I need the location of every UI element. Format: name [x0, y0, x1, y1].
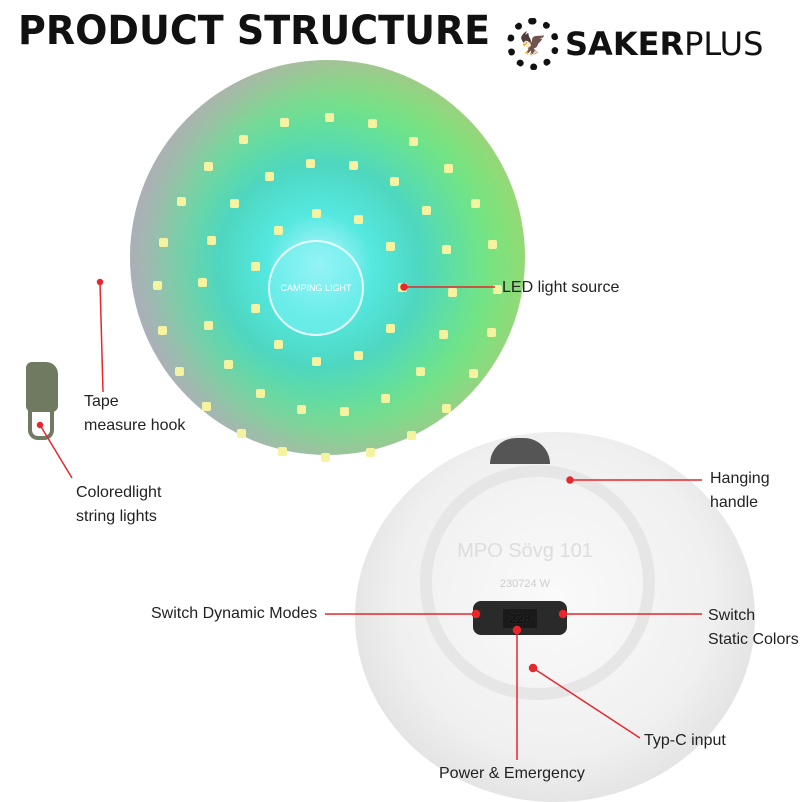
- typec-callout-dot: [528, 663, 538, 673]
- led-chip: [442, 404, 452, 414]
- lamp-badge: CAMPING LIGHT: [268, 240, 364, 336]
- led-chip: [365, 447, 375, 457]
- label-color-1: Coloredlight: [76, 484, 162, 501]
- led-chip: [277, 446, 287, 456]
- label-tape: Tape measure hook: [84, 390, 185, 438]
- static-callout-dot: [558, 609, 568, 619]
- led-chip: [207, 235, 217, 245]
- led-chip: [296, 405, 306, 415]
- led-chip: [340, 406, 350, 416]
- color-callout-dot: [36, 421, 44, 429]
- led-chip: [201, 402, 211, 412]
- led-chip: [280, 118, 290, 128]
- led-chip: [470, 199, 480, 209]
- led-chip: [389, 177, 399, 187]
- label-static-2: Static Colors: [708, 631, 799, 648]
- typec-callout-line: [532, 667, 641, 739]
- led-chip: [469, 369, 479, 379]
- label-power: Power & Emergency: [439, 765, 585, 782]
- led-chip: [447, 287, 457, 297]
- led-chip: [406, 430, 416, 440]
- led-chip: [381, 393, 391, 403]
- led-chip: [324, 113, 334, 122]
- label-static-1: Switch: [708, 607, 756, 624]
- display-readout: 228: [503, 608, 537, 628]
- led-chip: [158, 325, 168, 335]
- label-typec: Typ-C input: [644, 732, 726, 749]
- led-chip: [349, 160, 359, 170]
- eagle-gear-icon: 🦅: [507, 18, 559, 70]
- serial-text: 230724 W: [499, 578, 551, 590]
- led-chip: [251, 304, 261, 314]
- led-chip: [204, 321, 214, 331]
- led-chip: [159, 237, 169, 247]
- color-callout-line: [39, 424, 73, 479]
- led-chip: [203, 161, 213, 171]
- power-callout-dot: [512, 625, 522, 635]
- led-chip: [486, 328, 496, 338]
- label-hang-1: Hanging: [710, 470, 770, 487]
- hook-loop: [28, 410, 54, 440]
- led-chip: [487, 240, 497, 250]
- led-chip: [354, 351, 364, 361]
- led-chip: [421, 206, 431, 216]
- logo-text-light: PLUS: [684, 25, 764, 63]
- led-chip: [409, 136, 419, 146]
- led-chip: [251, 261, 261, 271]
- label-hanging: Hanging handle: [710, 467, 770, 515]
- led-chip: [354, 214, 364, 224]
- led-chip: [312, 208, 322, 218]
- label-hang-2: handle: [710, 494, 759, 511]
- dynamic-callout-dot: [471, 609, 481, 619]
- led-chip: [175, 366, 185, 376]
- led-chip: [386, 323, 396, 333]
- led-chip: [321, 452, 331, 462]
- led-chip: [198, 278, 208, 288]
- tape-callout-line: [99, 281, 104, 393]
- led-chip: [230, 199, 240, 209]
- label-tape-2: measure hook: [84, 417, 186, 434]
- led-chip: [273, 226, 283, 236]
- model-text: MPO Sövg 101: [457, 540, 593, 562]
- label-tape-1: Tape: [84, 393, 119, 410]
- tape-measure-hook: [26, 362, 58, 412]
- led-chip: [305, 159, 315, 169]
- led-chip: [176, 196, 186, 206]
- label-colorlight: Coloredlight string lights: [76, 481, 161, 529]
- label-dynamic: Switch Dynamic Modes: [151, 605, 318, 622]
- led-chip: [368, 119, 378, 129]
- page-title: PRODUCT STRUCTURE: [18, 8, 491, 54]
- led-chip: [386, 242, 396, 252]
- led-chip: [312, 357, 322, 367]
- led-chip: [236, 429, 246, 439]
- led-chip: [438, 330, 448, 340]
- led-chip: [441, 244, 451, 254]
- led-chip: [153, 281, 162, 291]
- tape-callout-dot: [96, 278, 104, 286]
- led-chip: [256, 388, 266, 398]
- lamp-front-image: CAMPING LIGHT: [130, 60, 525, 462]
- led-chip: [415, 366, 425, 376]
- led-chip: [239, 135, 249, 145]
- hang-callout-dot: [566, 476, 574, 484]
- led-chip: [492, 284, 502, 294]
- logo-text-bold: SAKER: [565, 25, 685, 63]
- label-color-2: string lights: [76, 508, 157, 525]
- led-chip: [273, 339, 283, 349]
- led-chip: [264, 172, 274, 182]
- led-callout-dot: [400, 283, 408, 291]
- led-chip: [444, 163, 454, 173]
- label-led: LED light source: [502, 279, 620, 296]
- led-chip: [224, 359, 234, 369]
